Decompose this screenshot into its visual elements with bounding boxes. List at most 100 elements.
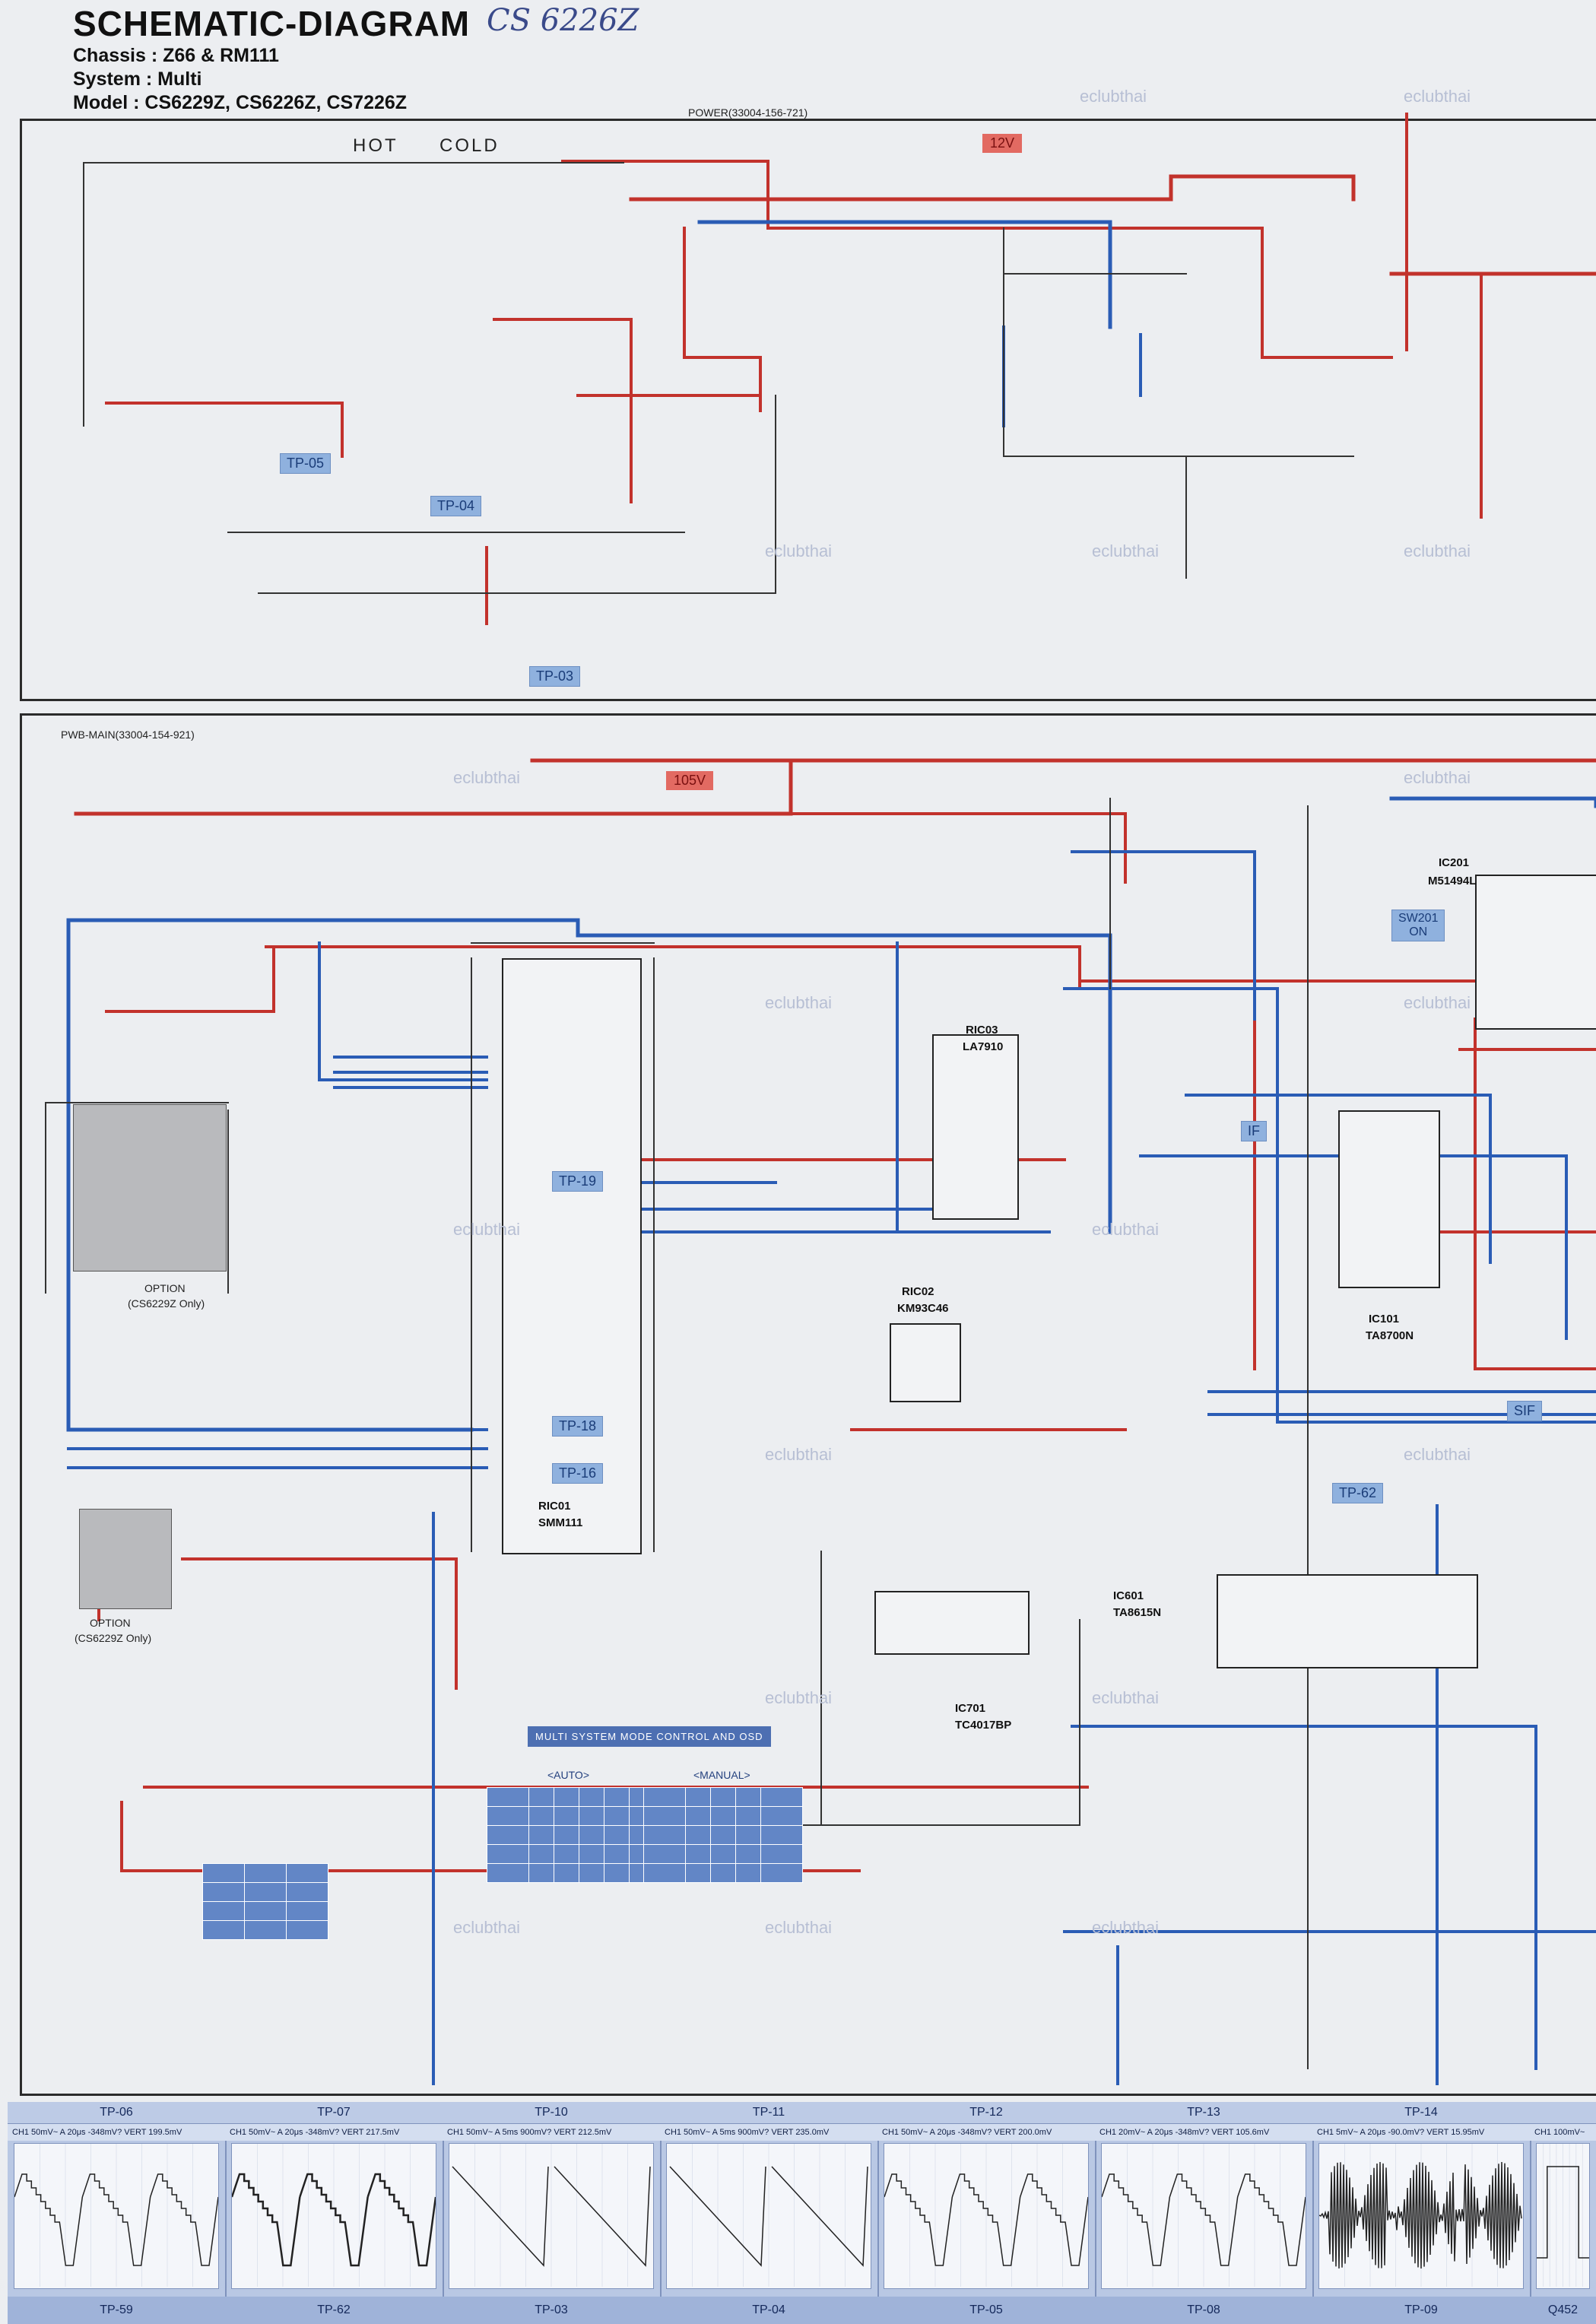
ic-ic701-ref: IC701 — [955, 1702, 986, 1715]
waveform-screen — [449, 2143, 654, 2289]
page-title: SCHEMATIC-DIAGRAM — [73, 4, 471, 43]
option-label-2: OPTION — [90, 1617, 131, 1629]
waveform-panel: TP-12 CH1 50mV~ A 20μs -348mV? VERT 200.… — [877, 2102, 1096, 2324]
sw201-tag: SW201 ON — [1391, 910, 1445, 941]
power-board-frame — [20, 119, 1596, 701]
cold-label: COLD — [439, 135, 500, 156]
sw201-state: ON — [1409, 925, 1428, 938]
watermark: eclubthai — [1404, 768, 1471, 787]
mode-panel-title: MULTI SYSTEM MODE CONTROL AND OSD — [528, 1726, 771, 1747]
watermark: eclubthai — [1404, 1445, 1471, 1464]
waveform-panel: CH1 100mV~ Q452 — [1530, 2102, 1596, 2324]
voltage-tag-105v: 105V — [666, 771, 714, 790]
waveform-screen — [1101, 2143, 1306, 2289]
waveform-bottom-label: TP-59 — [8, 2297, 225, 2324]
option-model-2: (CS6229Z Only) — [75, 1632, 152, 1644]
waveform-settings: CH1 50mV~ A 5ms 900mV? VERT 212.5mV — [443, 2124, 660, 2141]
waveform-bottom-label: TP-03 — [443, 2297, 660, 2324]
ic-ric01-part: SMM111 — [538, 1516, 583, 1529]
test-point-tp04: TP-04 — [430, 496, 482, 516]
waveform-trace — [230, 2144, 437, 2287]
mode-manual-label: <MANUAL> — [693, 1769, 750, 1781]
sw201-label: SW201 — [1398, 912, 1439, 925]
ic-ic601-body — [1217, 1574, 1478, 1668]
ic-ic201-ref: IC201 — [1439, 856, 1470, 869]
test-point-tp19: TP-19 — [552, 1171, 604, 1192]
waveform-screen — [14, 2143, 219, 2289]
waveform-settings: CH1 100mV~ — [1530, 2124, 1596, 2141]
header: SCHEMATIC-DIAGRAM Chassis : Z66 & RM111 … — [73, 3, 470, 115]
watermark: eclubthai — [1404, 541, 1471, 560]
watermark: eclubthai — [453, 768, 521, 787]
ic-ric02-part: KM93C46 — [897, 1302, 949, 1315]
circuit-traces — [45, 113, 1596, 2085]
waveform-screen — [884, 2143, 1089, 2289]
ic-ric03-ref: RIC03 — [966, 1024, 998, 1037]
mode-auto-label: <AUTO> — [547, 1769, 589, 1781]
waveform-settings: CH1 50mV~ A 20μs -348mV? VERT 199.5mV — [8, 2124, 225, 2141]
waveform-settings: CH1 50mV~ A 20μs -348mV? VERT 200.0mV — [877, 2124, 1095, 2141]
waveform-bottom-label: TP-09 — [1312, 2297, 1530, 2324]
ic-ic201-body — [1475, 875, 1596, 1030]
waveform-title: TP-07 — [225, 2102, 443, 2124]
waveform-panel: TP-13 CH1 20mV~ A 20μs -348mV? VERT 105.… — [1095, 2102, 1314, 2324]
watermark: eclubthai — [765, 541, 833, 560]
waveform-bottom-label: TP-04 — [660, 2297, 877, 2324]
handwritten-note: CS 6226Z — [487, 3, 639, 38]
waveform-title: TP-12 — [877, 2102, 1095, 2124]
option-block-1 — [73, 1104, 227, 1272]
main-board-frame — [20, 713, 1596, 2096]
ic-ic701-body — [874, 1591, 1030, 1655]
waveform-bottom-label: Q452 — [1530, 2297, 1596, 2324]
ic-ic101-ref: IC101 — [1369, 1313, 1400, 1326]
ic-ic101-body — [1338, 1110, 1440, 1288]
waveform-trace — [669, 2144, 868, 2287]
hot-label: HOT — [353, 135, 398, 156]
waveform-panel: TP-10 CH1 50mV~ A 5ms 900mV? VERT 212.5m… — [443, 2102, 662, 2324]
waveform-panel: TP-07 CH1 50mV~ A 20μs -348mV? VERT 217.… — [225, 2102, 444, 2324]
voltage-tag-12v: 12V — [982, 134, 1023, 153]
model-line: Model : CS6229Z, CS6226Z, CS7226Z — [73, 92, 408, 113]
waveform-trace — [1318, 2144, 1522, 2287]
watermark: eclubthai — [1404, 87, 1471, 106]
ic-ric02-body — [890, 1323, 961, 1402]
option-model-1: (CS6229Z Only) — [128, 1297, 205, 1310]
waveform-screen — [230, 2143, 437, 2289]
waveform-screen — [1318, 2143, 1524, 2289]
watermark: eclubthai — [765, 1918, 833, 1937]
ic-ic601-part: TA8615N — [1113, 1606, 1162, 1619]
waveform-title: TP-11 — [660, 2102, 877, 2124]
option-label-1: OPTION — [144, 1282, 186, 1294]
main-board-label: PWB-MAIN(33004-154-921) — [61, 729, 195, 741]
waveform-trace — [452, 2144, 651, 2287]
waveform-trace — [884, 2144, 1089, 2287]
waveform-panel: TP-11 CH1 50mV~ A 5ms 900mV? VERT 235.0m… — [660, 2102, 879, 2324]
waveform-settings: CH1 20mV~ A 20μs -348mV? VERT 105.6mV — [1095, 2124, 1312, 2141]
ic-ic601-ref: IC601 — [1113, 1589, 1144, 1602]
waveform-trace — [1537, 2144, 1589, 2287]
watermark: eclubthai — [1092, 1220, 1160, 1239]
ic-ic701-part: TC4017BP — [955, 1719, 1012, 1732]
test-point-tp03: TP-03 — [529, 666, 581, 687]
watermark: eclubthai — [1404, 993, 1471, 1012]
waveform-strip: TP-06 CH1 50mV~ A 20μs -348mV? VERT 199.… — [8, 2102, 1596, 2324]
ic-ric01-body — [502, 958, 642, 1554]
watermark: eclubthai — [765, 1688, 833, 1707]
waveform-title: TP-13 — [1095, 2102, 1312, 2124]
ic-ric03-part: LA7910 — [963, 1040, 1004, 1053]
ic-ric01-ref: RIC01 — [538, 1500, 571, 1513]
chassis-line: Chassis : Z66 & RM111 — [73, 45, 279, 66]
watermark: eclubthai — [765, 1445, 833, 1464]
waveform-settings: CH1 50mV~ A 5ms 900mV? VERT 235.0mV — [660, 2124, 877, 2141]
waveform-title: TP-06 — [8, 2102, 225, 2124]
ic-ic201-part: M51494L — [1428, 875, 1477, 887]
ic-ric03-body — [932, 1034, 1019, 1220]
watermark: eclubthai — [1092, 1918, 1160, 1937]
sif-tag: SIF — [1507, 1401, 1543, 1421]
waveform-bottom-label: TP-08 — [1095, 2297, 1312, 2324]
watermark: eclubthai — [765, 993, 833, 1012]
watermark: eclubthai — [1092, 541, 1160, 560]
mode-table-manual — [643, 1787, 803, 1883]
waveform-title: TP-14 — [1312, 2102, 1530, 2124]
